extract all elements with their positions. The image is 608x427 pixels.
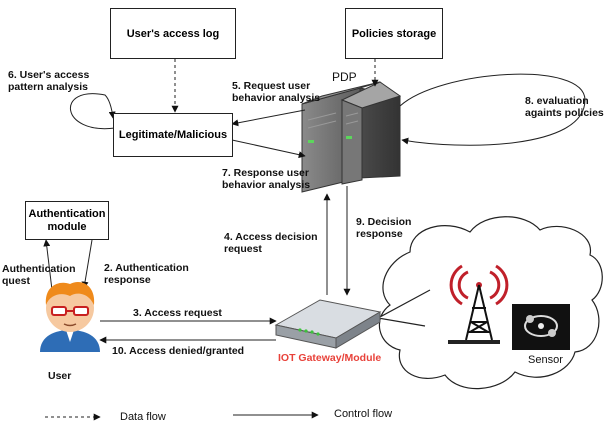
legend-control-flow-label: Control flow [334, 408, 393, 420]
antenna-tower-icon [448, 260, 509, 346]
iot-gateway-icon [274, 299, 382, 349]
step5-line2: behavior analysis [232, 92, 321, 104]
step6-line1: 6. User's access [8, 69, 90, 81]
step4-line1: 4. Access decision [224, 231, 318, 243]
step6-line2: pattern analysis [8, 81, 88, 93]
step4-line2: request [224, 243, 262, 255]
step8-line1: 8. evaluation [525, 95, 589, 107]
user-label: User [48, 370, 72, 382]
step5-line1: 5. Request user [232, 80, 311, 92]
step2-line2: response [104, 274, 151, 286]
step7-line1: 7. Response user [222, 167, 309, 179]
step9-line2: response [356, 228, 403, 240]
step7-line2: behavior analysis [222, 179, 311, 191]
step10-label: 10. Access denied/granted [112, 345, 245, 357]
step1-line2: quest [2, 275, 31, 287]
authentication-module-box: Authentication module [25, 201, 109, 240]
user-avatar-icon [40, 282, 100, 352]
step3-label: 3. Access request [133, 307, 222, 319]
step9-line1: 9. Decision [356, 216, 412, 228]
step2-line1: 2. Authentication [104, 262, 189, 274]
legitimate-malicious-box: Legitimate/Malicious [113, 113, 233, 157]
sensor-icon [512, 304, 570, 350]
pdp-label: PDP [332, 70, 357, 84]
step1-line1: Authentication [2, 263, 76, 275]
pdp-server-icon [301, 81, 402, 193]
policies-storage-box: Policies storage [345, 8, 443, 59]
legend-data-flow-label: Data flow [120, 411, 166, 423]
auth-module-line1: Authentication [28, 207, 106, 220]
step8-line2: againts policies [525, 107, 604, 119]
sensor-label: Sensor [528, 354, 563, 366]
auth-module-line2: module [47, 220, 87, 233]
access-log-box: User's access log [110, 8, 236, 59]
iot-gateway-label: IOT Gateway/Module [278, 352, 382, 364]
